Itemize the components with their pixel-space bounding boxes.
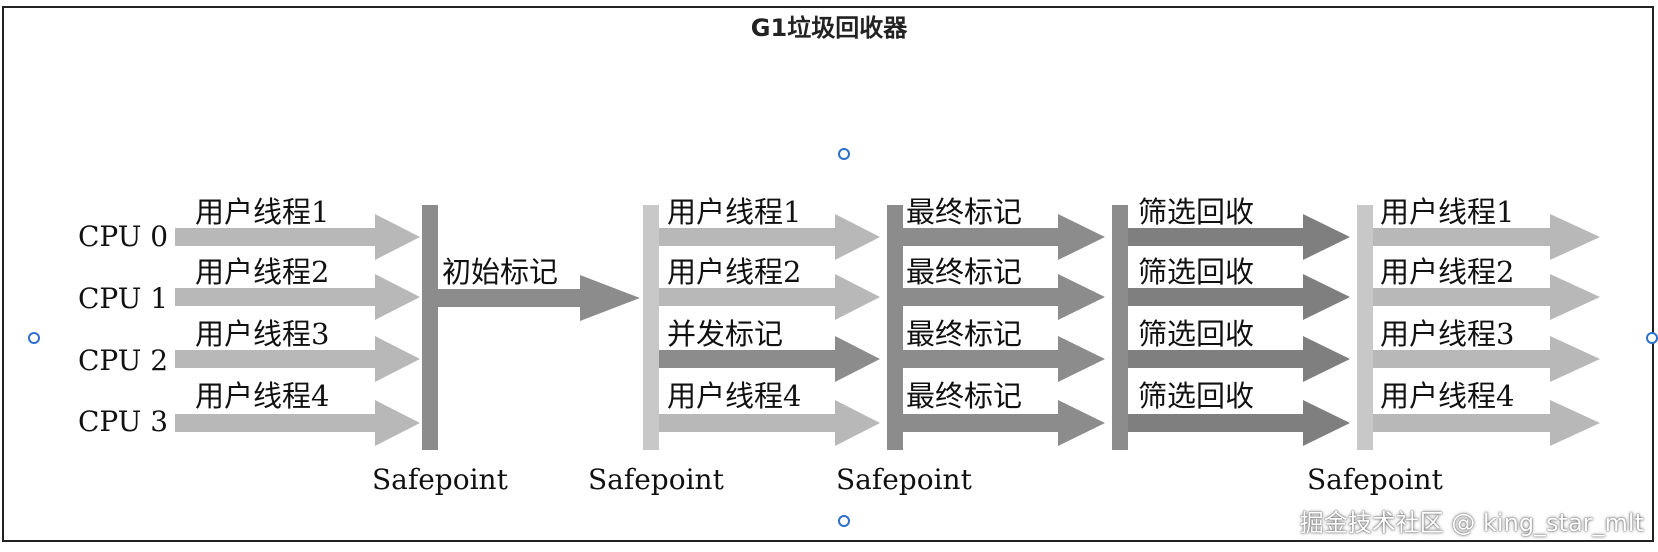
cpu-label-2: CPU 2	[78, 344, 168, 377]
phase5-label-2: 用户线程2	[1380, 255, 1514, 289]
phase2-arrow-2	[659, 274, 880, 320]
resize-handle-top[interactable]	[838, 148, 850, 160]
safepoint-bar-3	[887, 205, 903, 450]
phase1-arrow-4	[175, 400, 420, 446]
phase4-label-3: 筛选回收	[1138, 317, 1254, 351]
phase3-label-1: 最终标记	[906, 195, 1022, 229]
phase3-arrow-1	[903, 214, 1105, 260]
phase5-label-1: 用户线程1	[1380, 195, 1514, 229]
phase3-arrow-3	[903, 336, 1105, 382]
safepoint-bar-4	[1112, 205, 1128, 450]
phase4-label-2: 筛选回收	[1138, 255, 1254, 289]
resize-handle-bottom[interactable]	[838, 515, 850, 527]
phase3-label-2: 最终标记	[906, 255, 1022, 289]
phase2-label-2: 用户线程2	[667, 255, 801, 289]
phase5-label-3: 用户线程3	[1380, 317, 1514, 351]
diagram-title: G1垃圾回收器	[750, 14, 908, 42]
safepoint-label-2: Safepoint	[588, 463, 725, 496]
phase3-arrow-4	[903, 400, 1105, 446]
initial-mark-arrow	[438, 275, 640, 321]
safepoint-label-3: Safepoint	[836, 463, 973, 496]
phase3-label-4: 最终标记	[906, 379, 1022, 413]
phase1-arrow-3	[175, 336, 420, 382]
safepoint-bar-1	[422, 205, 438, 450]
phase5-arrow-4	[1373, 400, 1600, 446]
phase2-label-1: 用户线程1	[667, 195, 801, 229]
cpu-label-0: CPU 0	[78, 220, 168, 253]
safepoint-label-1: Safepoint	[372, 463, 509, 496]
phase4-label-4: 筛选回收	[1138, 379, 1254, 413]
phase1-label-1: 用户线程1	[195, 195, 329, 229]
cpu-label-3: CPU 3	[78, 405, 168, 438]
phase2-label-4: 用户线程4	[667, 379, 801, 413]
safepoint-bar-2	[643, 205, 659, 450]
phase4-arrow-2	[1128, 274, 1350, 320]
phase4-arrow-1	[1128, 214, 1350, 260]
phase1-label-3: 用户线程3	[195, 317, 329, 351]
watermark-text: 掘金技术社区 @ king_star_mlt	[1299, 509, 1644, 537]
phase3-label-3: 最终标记	[906, 317, 1022, 351]
phase1-arrow-1	[175, 214, 420, 260]
phase2-arrow-3	[659, 336, 880, 382]
phase1-label-2: 用户线程2	[195, 255, 329, 289]
phase4-arrow-3	[1128, 336, 1350, 382]
safepoint-label-4: Safepoint	[1307, 463, 1444, 496]
phase5-label-4: 用户线程4	[1380, 379, 1514, 413]
phase5-arrow-2	[1373, 274, 1600, 320]
phase4-arrow-4	[1128, 400, 1350, 446]
phase1-label-4: 用户线程4	[195, 379, 329, 413]
safepoint-bar-5	[1357, 205, 1373, 450]
phase1-arrow-2	[175, 274, 420, 320]
phase5-arrow-3	[1373, 336, 1600, 382]
phase2-arrow-4	[659, 400, 880, 446]
resize-handle-left[interactable]	[28, 332, 40, 344]
phase2-label-3: 并发标记	[667, 317, 783, 351]
phase3-arrow-2	[903, 274, 1105, 320]
initial-mark-label: 初始标记	[442, 255, 558, 289]
cpu-label-1: CPU 1	[78, 282, 168, 315]
selection-frame[interactable]	[2, 6, 1654, 542]
phase4-label-1: 筛选回收	[1138, 195, 1254, 229]
phase2-arrow-1	[659, 214, 880, 260]
phase5-arrow-1	[1373, 214, 1600, 260]
resize-handle-right[interactable]	[1646, 332, 1658, 344]
